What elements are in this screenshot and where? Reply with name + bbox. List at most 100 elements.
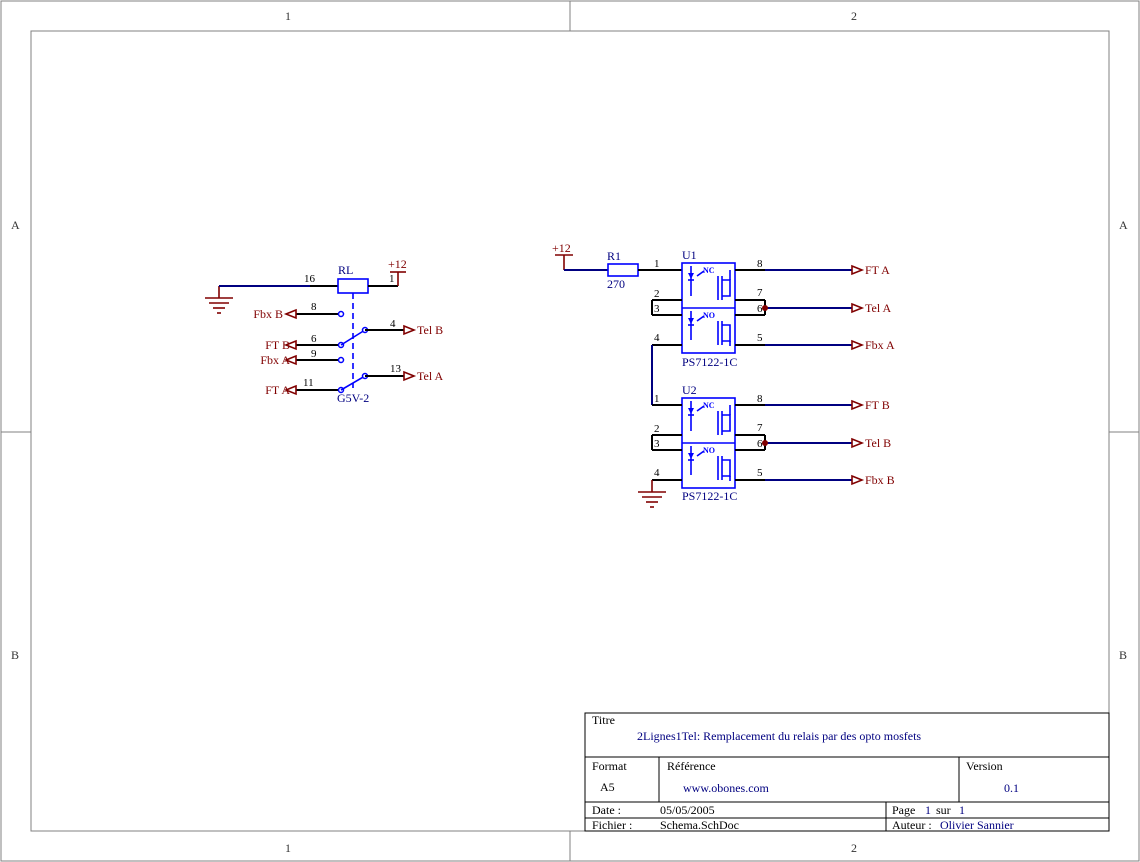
relay-pin-13: 13 xyxy=(390,363,402,375)
title-block: Titre 2Lignes1Tel: Remplacement du relai… xyxy=(584,712,1110,832)
relay-part-number: G5V-2 xyxy=(337,391,369,405)
title-value: 2Lignes1Tel: Remplacement du relais par … xyxy=(637,729,921,743)
port-label-u2-fbx-b: Fbx B xyxy=(865,473,895,487)
port-arrow-u2-ft-b xyxy=(851,399,865,411)
format-label: Format xyxy=(592,759,627,773)
u1-designator: U1 xyxy=(682,248,697,262)
title-label: Titre xyxy=(592,713,615,727)
relay-designator: RL xyxy=(338,263,353,277)
u2-led-1-icon xyxy=(688,401,705,431)
u1-mosfet-1-icon xyxy=(717,270,731,300)
port-label-fbx-b-relay: Fbx B xyxy=(253,307,283,321)
port-arrow-u1-ft-a xyxy=(851,264,865,276)
opto-mosfet-u2: U2 PS7122-1C NC NO xyxy=(681,383,737,503)
u2-pin-6: 6 xyxy=(757,438,763,450)
resistor-value: 270 xyxy=(607,277,625,291)
u2-pin-8: 8 xyxy=(757,393,763,405)
page-total: 1 xyxy=(959,803,965,817)
zone-label-left-b: B xyxy=(11,648,19,662)
relay-switch-a xyxy=(340,375,366,391)
u1-pin-7: 7 xyxy=(757,287,763,299)
port-label-tel-a-relay: Tel A xyxy=(417,369,443,383)
opto-circuit: +12 R1 270 1 U1 PS7122-1C xyxy=(552,241,895,508)
page-sur: sur xyxy=(936,803,951,817)
relay-contact-8 xyxy=(337,310,345,318)
relay-supply-label: +12 xyxy=(388,257,407,271)
zone-label-top-1: 1 xyxy=(285,9,291,23)
reference-value: www.obones.com xyxy=(683,781,770,795)
u2-pin-2: 2 xyxy=(654,423,660,435)
page-number: 1 xyxy=(925,803,931,817)
auteur-value: Olivier Sannier xyxy=(940,818,1014,832)
port-arrow-u1-tel-a xyxy=(851,302,865,314)
u2-pin-4: 4 xyxy=(654,467,660,479)
port-arrow-fbx-b-left xyxy=(283,308,297,320)
port-arrow-u1-fbx-a xyxy=(851,339,865,351)
port-label-fbx-a-relay: Fbx A xyxy=(260,353,290,367)
u2-nc-label: NC xyxy=(703,401,715,410)
u1-mosfet-2-icon xyxy=(717,321,731,346)
format-value: A5 xyxy=(600,780,615,794)
u2-led-2-icon xyxy=(688,446,705,475)
u1-pin-4: 4 xyxy=(654,332,660,344)
ground-symbol-opto xyxy=(638,491,666,508)
date-value: 05/05/2005 xyxy=(660,803,715,817)
port-label-u2-tel-b: Tel B xyxy=(865,436,891,450)
u2-pin-3: 3 xyxy=(654,438,660,450)
port-arrow-u2-tel-b xyxy=(851,437,865,449)
version-label: Version xyxy=(966,759,1003,773)
u1-pin-2: 2 xyxy=(654,288,660,300)
zone-label-bottom-2: 2 xyxy=(851,841,857,855)
zone-label-right-a: A xyxy=(1119,218,1128,232)
relay-circuit: 16 RL 1 +12 8 6 4 9 11 13 G5V-2 xyxy=(205,257,443,405)
u2-designator: U2 xyxy=(682,383,697,397)
opto-supply-label: +12 xyxy=(552,241,571,255)
page-label: Page xyxy=(892,803,915,817)
port-label-ft-b-relay: FT B xyxy=(265,338,290,352)
reference-label: Référence xyxy=(667,759,716,773)
zone-label-bottom-1: 1 xyxy=(285,841,291,855)
port-arrow-tel-b-right xyxy=(403,324,417,336)
relay-coil xyxy=(337,278,369,294)
port-label-tel-b-relay: Tel B xyxy=(417,323,443,337)
port-arrow-fbx-a-left xyxy=(283,354,297,366)
relay-pin-1: 1 xyxy=(389,273,395,285)
u2-part-number: PS7122-1C xyxy=(682,489,737,503)
relay-pin-6: 6 xyxy=(311,333,317,345)
u2-no-label: NO xyxy=(703,446,715,455)
u1-nc-label: NC xyxy=(703,266,715,275)
u1-junction-dot xyxy=(762,305,768,311)
version-value: 0.1 xyxy=(1004,781,1019,795)
port-label-ft-a-relay: FT A xyxy=(265,383,290,397)
relay-pin-9: 9 xyxy=(311,348,317,360)
fichier-value: Schema.SchDoc xyxy=(660,818,739,832)
opto-mosfet-u1: U1 PS7122-1C NC NO xyxy=(681,248,737,369)
u1-part-number: PS7122-1C xyxy=(682,355,737,369)
port-label-u2-ft-b: FT B xyxy=(865,398,890,412)
relay-pin-4: 4 xyxy=(390,318,396,330)
u2-pin-1: 1 xyxy=(654,393,660,405)
zone-label-right-b: B xyxy=(1119,648,1127,662)
u1-led-1-icon xyxy=(688,266,705,296)
resistor-designator: R1 xyxy=(607,249,621,263)
relay-contact-9 xyxy=(337,356,345,364)
relay-pin-11: 11 xyxy=(303,377,314,389)
auteur-label: Auteur : xyxy=(892,818,932,832)
u1-pin-5: 5 xyxy=(757,332,763,344)
date-label: Date : xyxy=(592,803,621,817)
u1-pin-3: 3 xyxy=(654,303,660,315)
port-label-u1-fbx-a: Fbx A xyxy=(865,338,895,352)
u2-mosfet-2-icon xyxy=(717,456,731,481)
relay-pin-8: 8 xyxy=(311,301,317,313)
u1-pin-8: 8 xyxy=(757,258,763,270)
port-arrow-ft-a-left xyxy=(283,384,297,396)
zone-label-left-a: A xyxy=(11,218,20,232)
u2-pin-5: 5 xyxy=(757,467,763,479)
zone-label-top-2: 2 xyxy=(851,9,857,23)
u1-no-label: NO xyxy=(703,311,715,320)
u1-pin-6: 6 xyxy=(757,303,763,315)
port-arrow-ft-b-left xyxy=(283,339,297,351)
